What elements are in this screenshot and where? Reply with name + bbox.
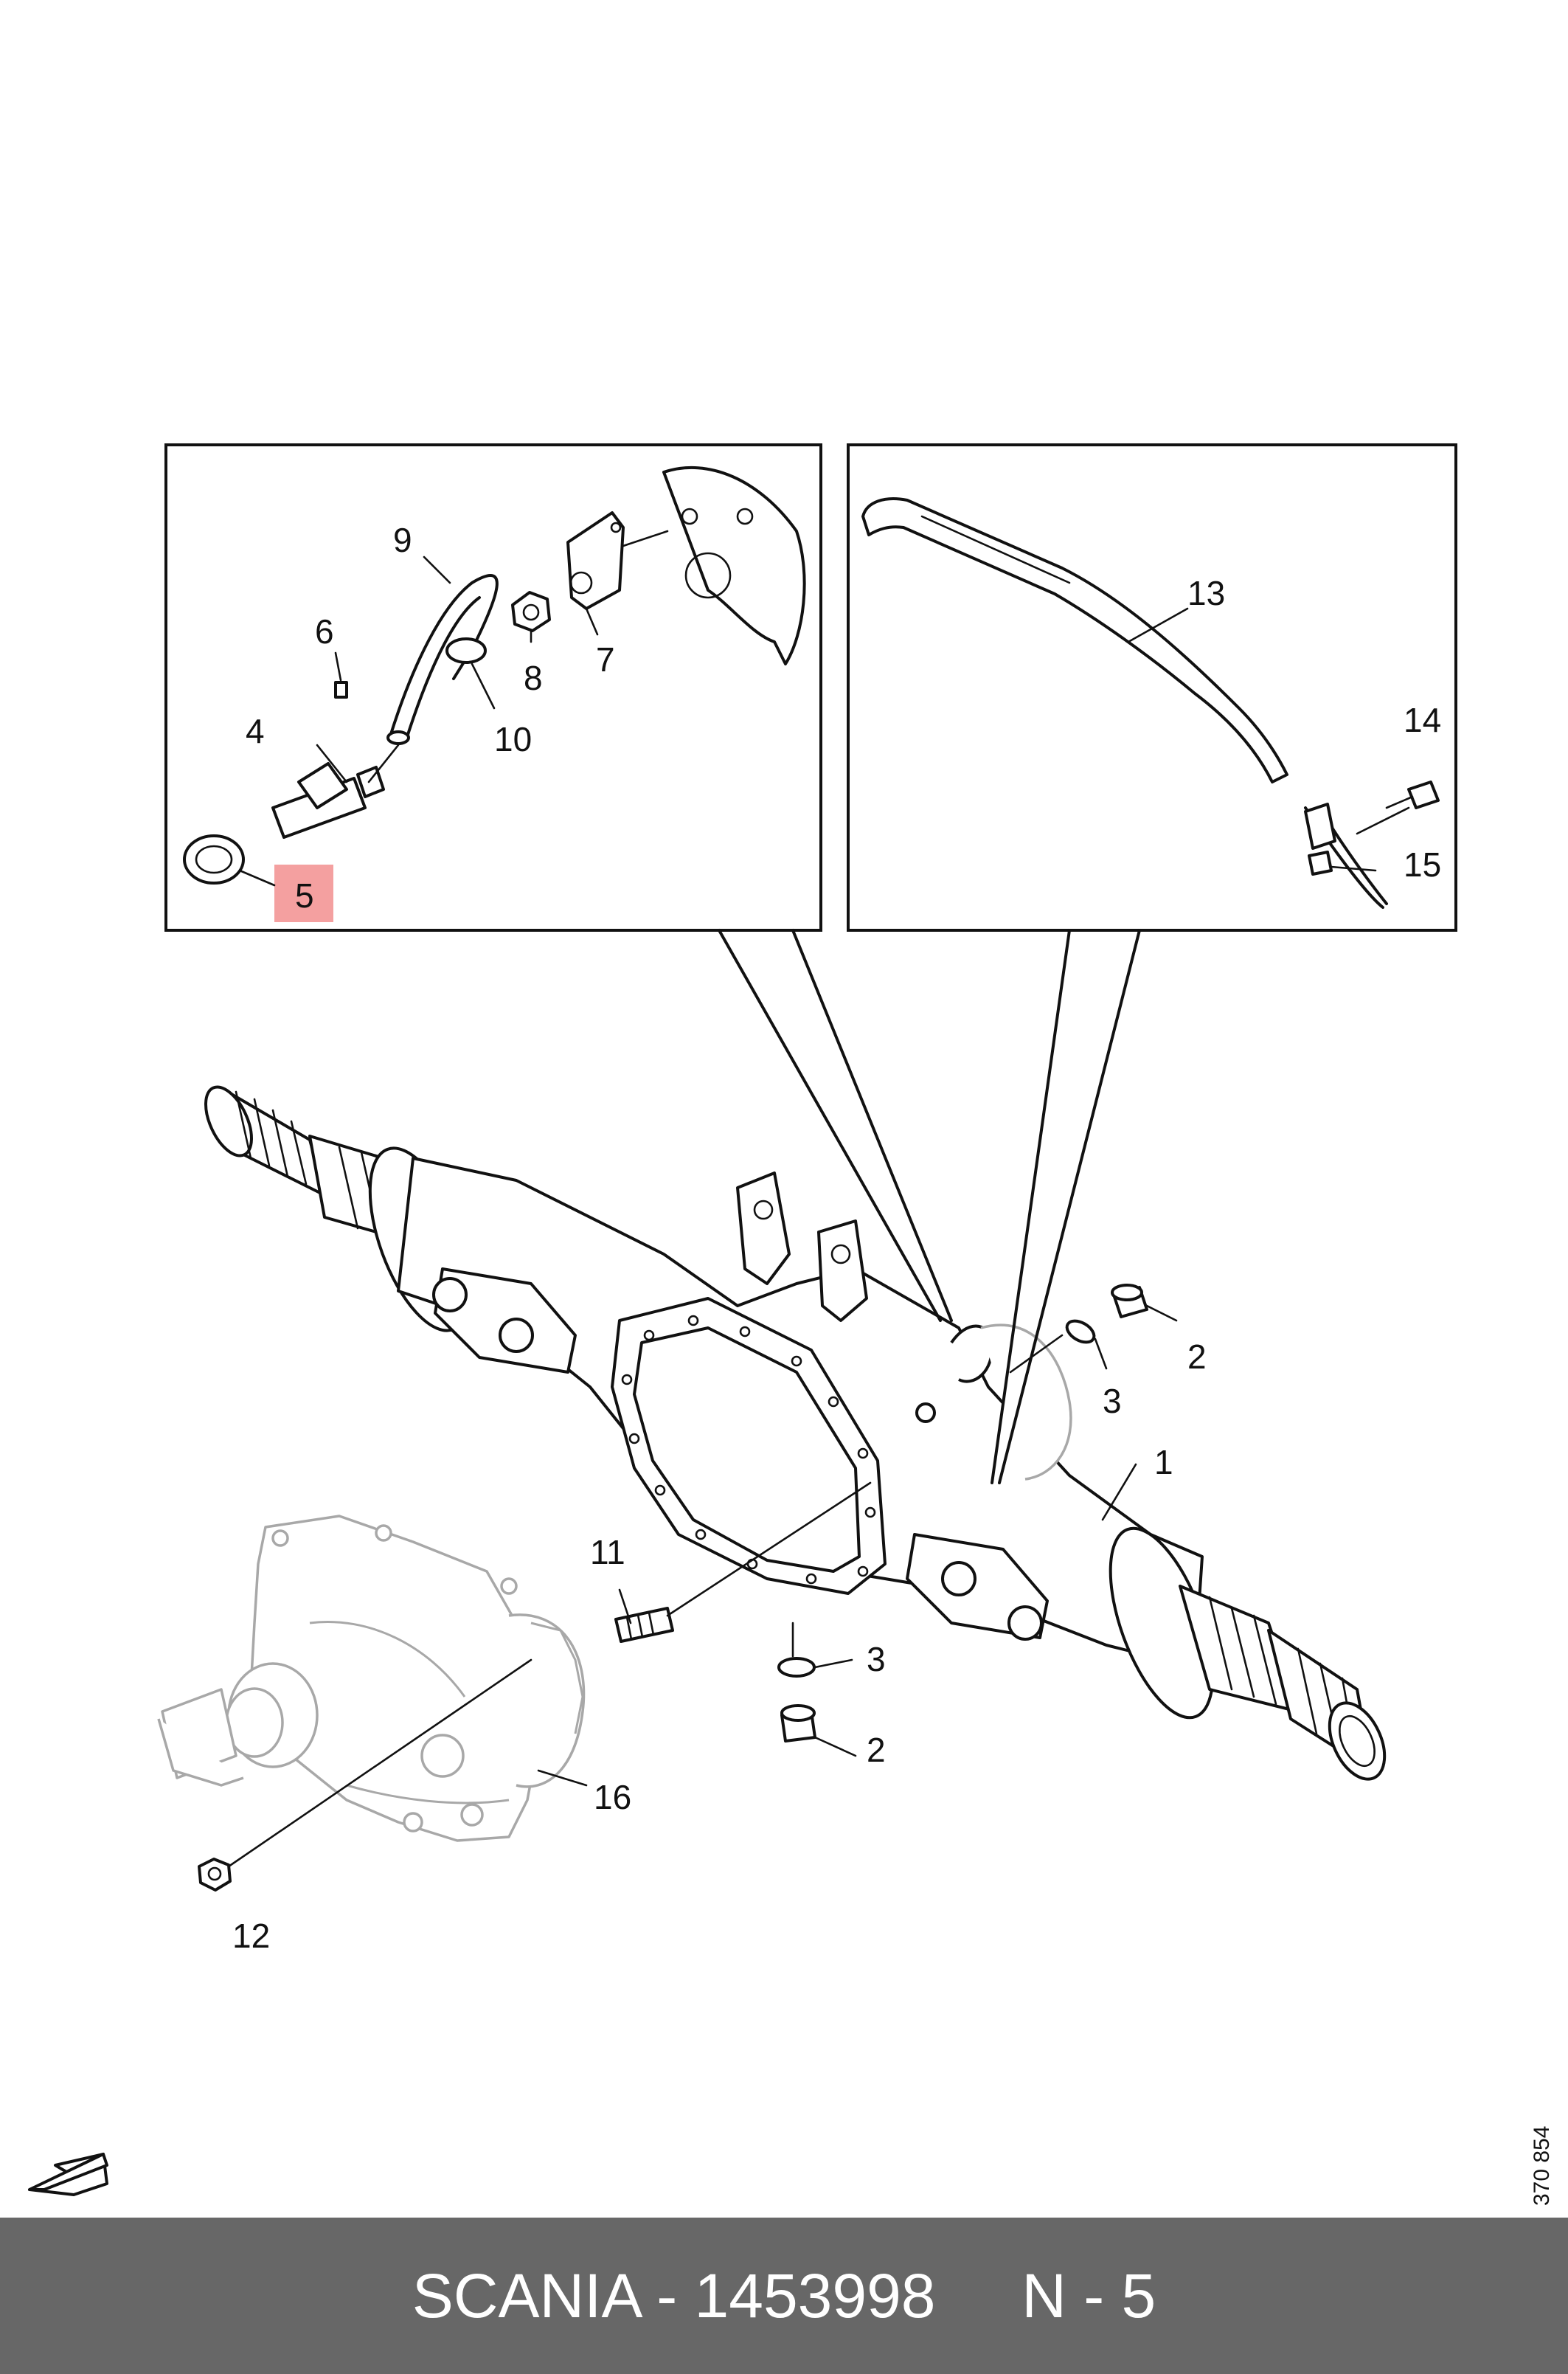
detail-pointer-lines (718, 929, 1141, 1484)
callout-11: 11 (590, 1533, 625, 1571)
footer-bar: SCANIA - 1453998 N - 5 (0, 2218, 1568, 2374)
callout-2-top: 2 (1187, 1337, 1207, 1376)
plug-bottom (780, 1704, 816, 1743)
leader-lines (227, 530, 1410, 1868)
callout-6: 6 (315, 612, 334, 651)
callout-8: 8 (524, 659, 543, 697)
callout-10: 10 (494, 720, 532, 758)
callout-3-bottom: 3 (867, 1640, 886, 1678)
callout-2-bottom: 2 (867, 1731, 886, 1769)
callout-4: 4 (246, 712, 265, 750)
callout-1: 1 (1154, 1443, 1173, 1481)
plug-top (1111, 1284, 1148, 1318)
callout-labels: 1 2 3 3 2 11 16 12 9 6 4 5 8 7 10 13 14 … (232, 521, 1441, 1955)
callout-5-highlight (274, 865, 333, 922)
callout-7: 7 (596, 640, 615, 679)
breather-detail-parts (183, 466, 806, 885)
callout-15: 15 (1404, 845, 1441, 884)
callout-12: 12 (232, 1917, 270, 1955)
stud (614, 1607, 674, 1643)
seal-ring-bottom (777, 1657, 816, 1678)
footer-part-number: SCANIA - 1453998 N - 5 (412, 2260, 1156, 2330)
callout-14: 14 (1404, 701, 1441, 739)
callout-13: 13 (1187, 574, 1225, 612)
differential-carrier-ghost (157, 1515, 586, 1842)
callout-3-top: 3 (1103, 1382, 1122, 1420)
arrow-down-left-icon (28, 2153, 108, 2196)
pipe-detail-parts (861, 497, 1440, 909)
callout-9: 9 (393, 521, 412, 559)
axle-housing (204, 1085, 1387, 1781)
nut (198, 1858, 232, 1892)
drawing-number: 370 854 (1530, 2126, 1554, 2206)
seal-ring-top (1065, 1319, 1096, 1344)
callout-16: 16 (594, 1778, 631, 1816)
callout-5: 5 (295, 876, 314, 915)
